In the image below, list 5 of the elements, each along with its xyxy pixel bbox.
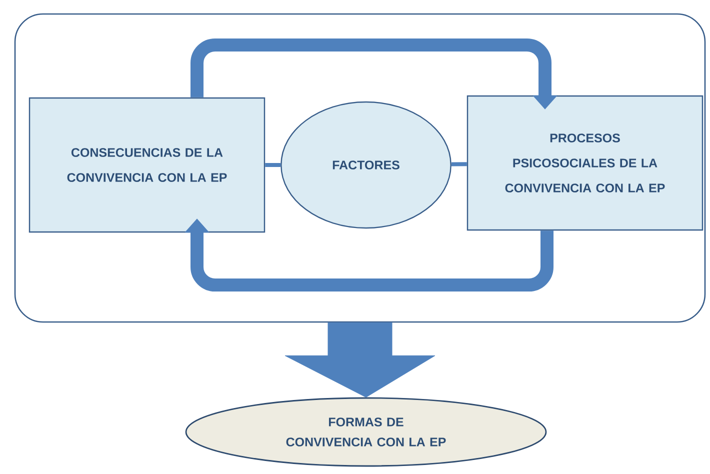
process-box: CONSECUENCIAS DE LA CONVIVENCIA CON LA EP [28, 97, 266, 233]
connector-line [451, 162, 467, 166]
block-arrow [284, 322, 436, 398]
process-box: PROCESOS PSICOSOCIALES DE LA CONVIVENCIA CON LA EP [466, 95, 704, 231]
connector-line [265, 163, 281, 167]
